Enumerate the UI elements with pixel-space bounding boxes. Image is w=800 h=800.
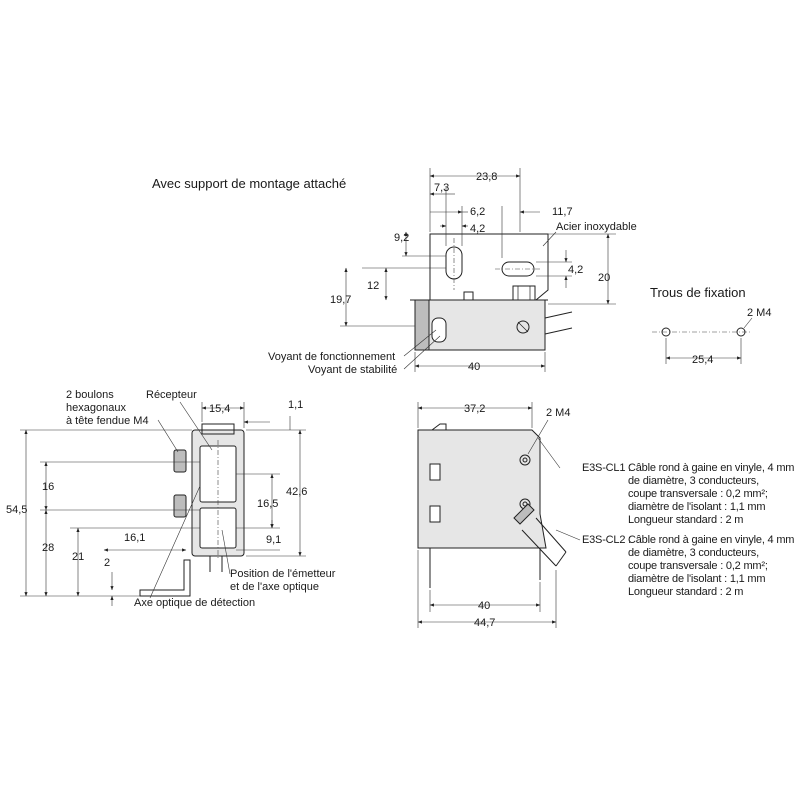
cable1-line3: coupe transversale : 0,2 mm²; bbox=[628, 488, 768, 500]
dim-16: 16 bbox=[42, 481, 54, 493]
label-operation-indicator: Voyant de fonctionnement bbox=[268, 351, 395, 363]
label-hex-bolts-2: hexagonaux bbox=[66, 402, 126, 414]
dim-9-1: 9,1 bbox=[266, 534, 281, 546]
cable1-line5: Longueur standard : 2 m bbox=[628, 514, 743, 526]
dim-21: 21 bbox=[72, 551, 84, 563]
dim-16-5: 16,5 bbox=[257, 498, 278, 510]
dim-7-3: 7,3 bbox=[434, 182, 449, 194]
dim-40-side: 40 bbox=[478, 600, 490, 612]
cable2-line4: diamètre de l'isolant : 1,1 mm bbox=[628, 573, 765, 585]
dim-9-2: 9,2 bbox=[394, 232, 409, 244]
label-hex-bolts-1: 2 boulons bbox=[66, 389, 114, 401]
side-view: 37,2 2 M4 40 44,7 bbox=[417, 402, 581, 629]
front-view: 15,4 1,1 42,6 16,5 9,1 54,5 16 28 21 16,… bbox=[6, 389, 336, 609]
dim-4-2-right: 4,2 bbox=[568, 264, 583, 276]
cable2-line5: Longueur standard : 2 m bbox=[628, 586, 743, 598]
dim-15-4: 15,4 bbox=[209, 403, 230, 415]
dim-25-4: 25,4 bbox=[692, 354, 713, 366]
label-emitter-1: Position de l'émetteur bbox=[230, 568, 336, 580]
cable2-line3: coupe transversale : 0,2 mm²; bbox=[628, 560, 768, 572]
label-hex-bolts-3: à tête fendue M4 bbox=[66, 415, 149, 427]
dim-1-1: 1,1 bbox=[288, 399, 303, 411]
dim-40-top: 40 bbox=[468, 361, 480, 373]
dim-6-2: 6,2 bbox=[470, 206, 485, 218]
label-detection-axis: Axe optique de détection bbox=[134, 597, 255, 609]
mounting-holes-view: 25,4 2 M4 bbox=[652, 307, 771, 366]
dim-44-7: 44,7 bbox=[474, 617, 495, 629]
title-with-bracket: Avec support de montage attaché bbox=[152, 176, 346, 191]
dim-11-7: 11,7 bbox=[552, 206, 573, 218]
dim-23-8: 23,8 bbox=[476, 171, 497, 183]
label-m4-side: 2 M4 bbox=[546, 407, 570, 419]
cable1-line4: diamètre de l'isolant : 1,1 mm bbox=[628, 501, 765, 513]
cable1-line1: Câble rond à gaine en vinyle, 4 mm bbox=[628, 462, 794, 474]
cable2-line1: Câble rond à gaine en vinyle, 4 mm bbox=[628, 534, 794, 546]
dim-19-7: 19,7 bbox=[330, 294, 351, 306]
dim-20: 20 bbox=[598, 272, 610, 284]
dim-42-6: 42,6 bbox=[286, 486, 307, 498]
cable2-line2: de diamètre, 3 conducteurs, bbox=[628, 547, 759, 559]
dim-28: 28 bbox=[42, 542, 54, 554]
label-stainless: Acier inoxydable bbox=[556, 221, 637, 233]
label-stability-indicator: Voyant de stabilité bbox=[308, 364, 397, 376]
label-emitter-2: et de l'axe optique bbox=[230, 581, 319, 593]
dim-4-2-top: 4,2 bbox=[470, 223, 485, 235]
dim-12: 12 bbox=[367, 280, 379, 292]
title-mounting-holes: Trous de fixation bbox=[650, 285, 746, 300]
bracket-view: 23,8 7,3 6,2 11,7 4,2 Acier inoxydable 9… bbox=[268, 168, 637, 376]
cable1-line2: de diamètre, 3 conducteurs, bbox=[628, 475, 759, 487]
cable1-model: E3S-CL1 : bbox=[582, 462, 631, 474]
cable-notes: E3S-CL1 : Câble rond à gaine en vinyle, … bbox=[582, 462, 794, 598]
label-m4-top: 2 M4 bbox=[747, 307, 771, 319]
label-receiver: Récepteur bbox=[146, 389, 197, 401]
dim-37-2: 37,2 bbox=[464, 403, 485, 415]
dim-54-5: 54,5 bbox=[6, 504, 27, 516]
cable2-model: E3S-CL2 : bbox=[582, 534, 631, 546]
dim-16-1: 16,1 bbox=[124, 532, 145, 544]
dim-2: 2 bbox=[104, 557, 110, 569]
